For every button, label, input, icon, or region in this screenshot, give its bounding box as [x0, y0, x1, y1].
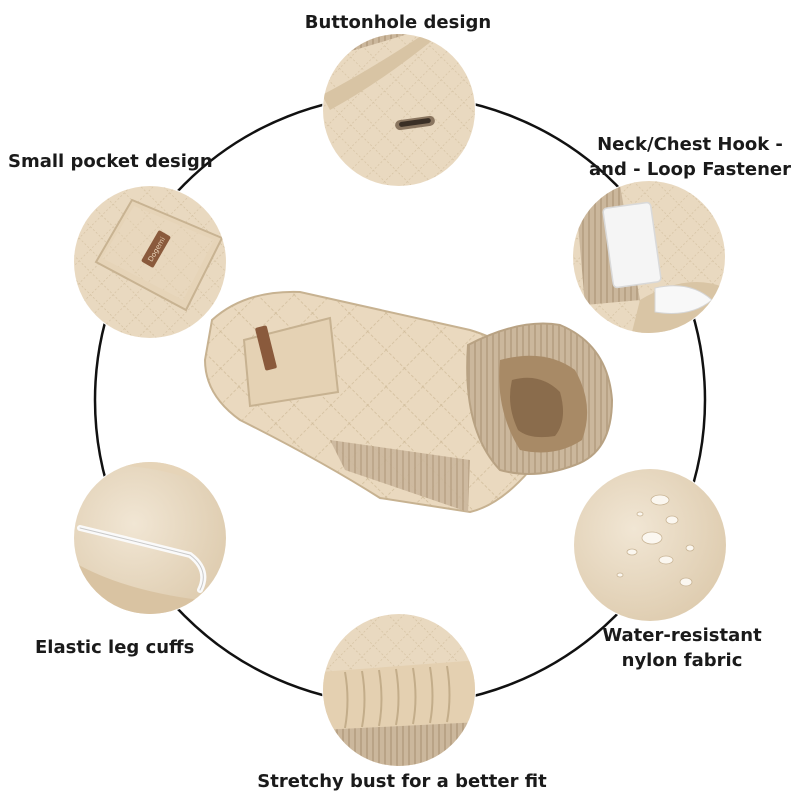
- bust-detail-image: [322, 613, 476, 767]
- label-water-line1: Water-resistant: [602, 625, 762, 646]
- label-neck-line1: Neck/Chest Hook -: [597, 134, 783, 155]
- water-resistant-detail-image: [573, 468, 727, 622]
- label-buttonhole: Buttonhole design: [305, 12, 491, 33]
- label-neck-line2: and - Loop Fastener: [589, 159, 791, 180]
- label-elastic: Elastic leg cuffs: [35, 637, 194, 658]
- fastener-detail-image: [572, 180, 726, 334]
- elastic-cuff-detail-image: [73, 461, 227, 615]
- pocket-detail-image: Dogemi: [73, 185, 227, 339]
- label-bust: Stretchy bust for a better fit: [257, 771, 547, 792]
- dog-coat-main-image: [203, 290, 614, 514]
- label-water-line2: nylon fabric: [622, 650, 743, 671]
- label-pocket: Small pocket design: [8, 151, 213, 172]
- buttonhole-detail-image: [322, 33, 476, 187]
